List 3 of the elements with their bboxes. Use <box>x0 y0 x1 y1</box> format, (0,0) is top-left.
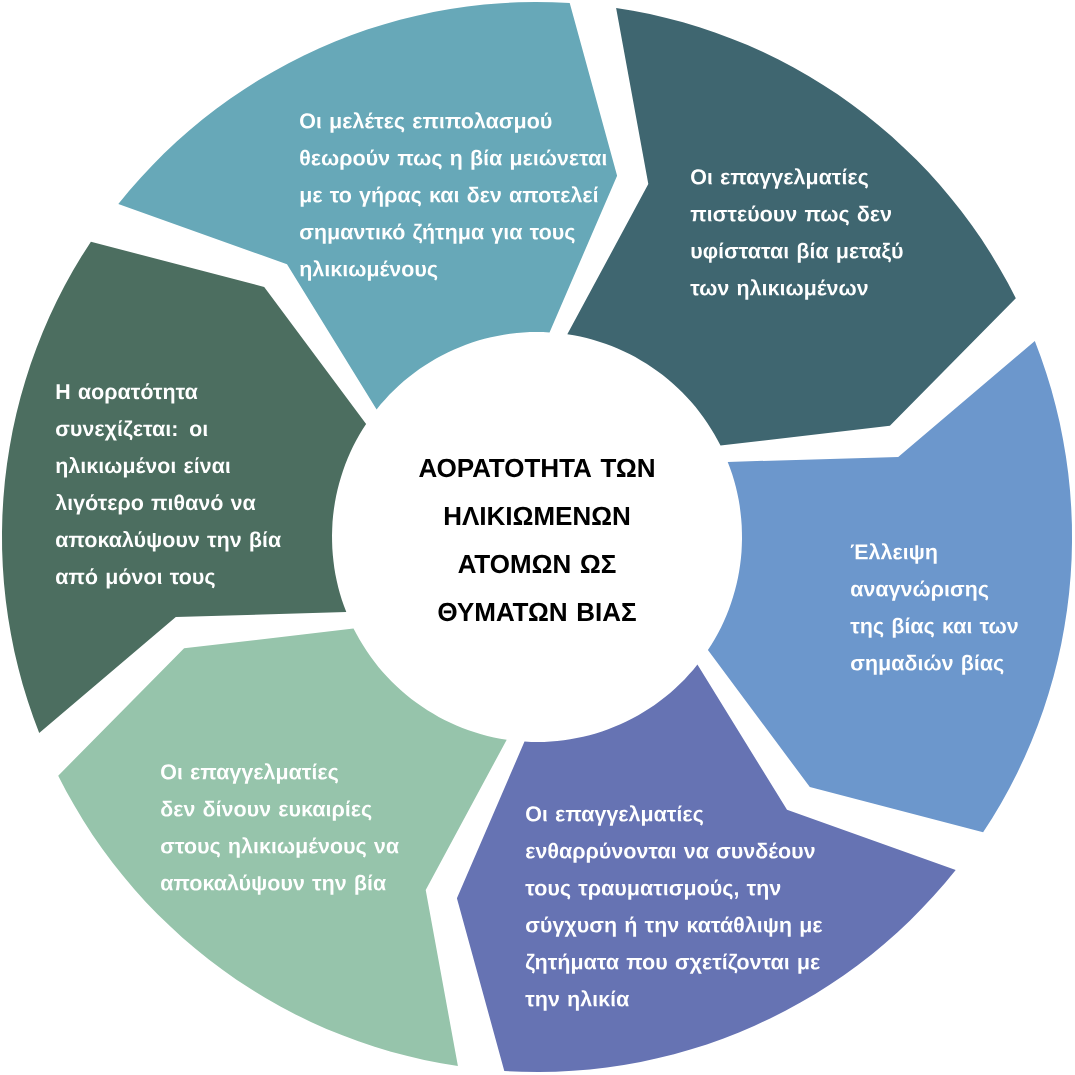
cycle-segment: Οι επαγγελματίες δεν δίνουν ευκαιρίες στους ηλικιωμένους να αποκαλύψουν την βία <box>58 628 507 1067</box>
cycle-segment: Έλλειψη αναγνώρισης της βίας και των σημαδιών βίας <box>707 340 1072 833</box>
center-title: ΑΟΡΑΤΟΤΗΤΑ ΤΩΝ ΗΛΙΚΙΩΜΕΝΩΝ ΑΤΟΜΩΝ ΩΣ ΘΥΜΑΤΩΝ ΒΙΑΣ <box>419 458 654 622</box>
